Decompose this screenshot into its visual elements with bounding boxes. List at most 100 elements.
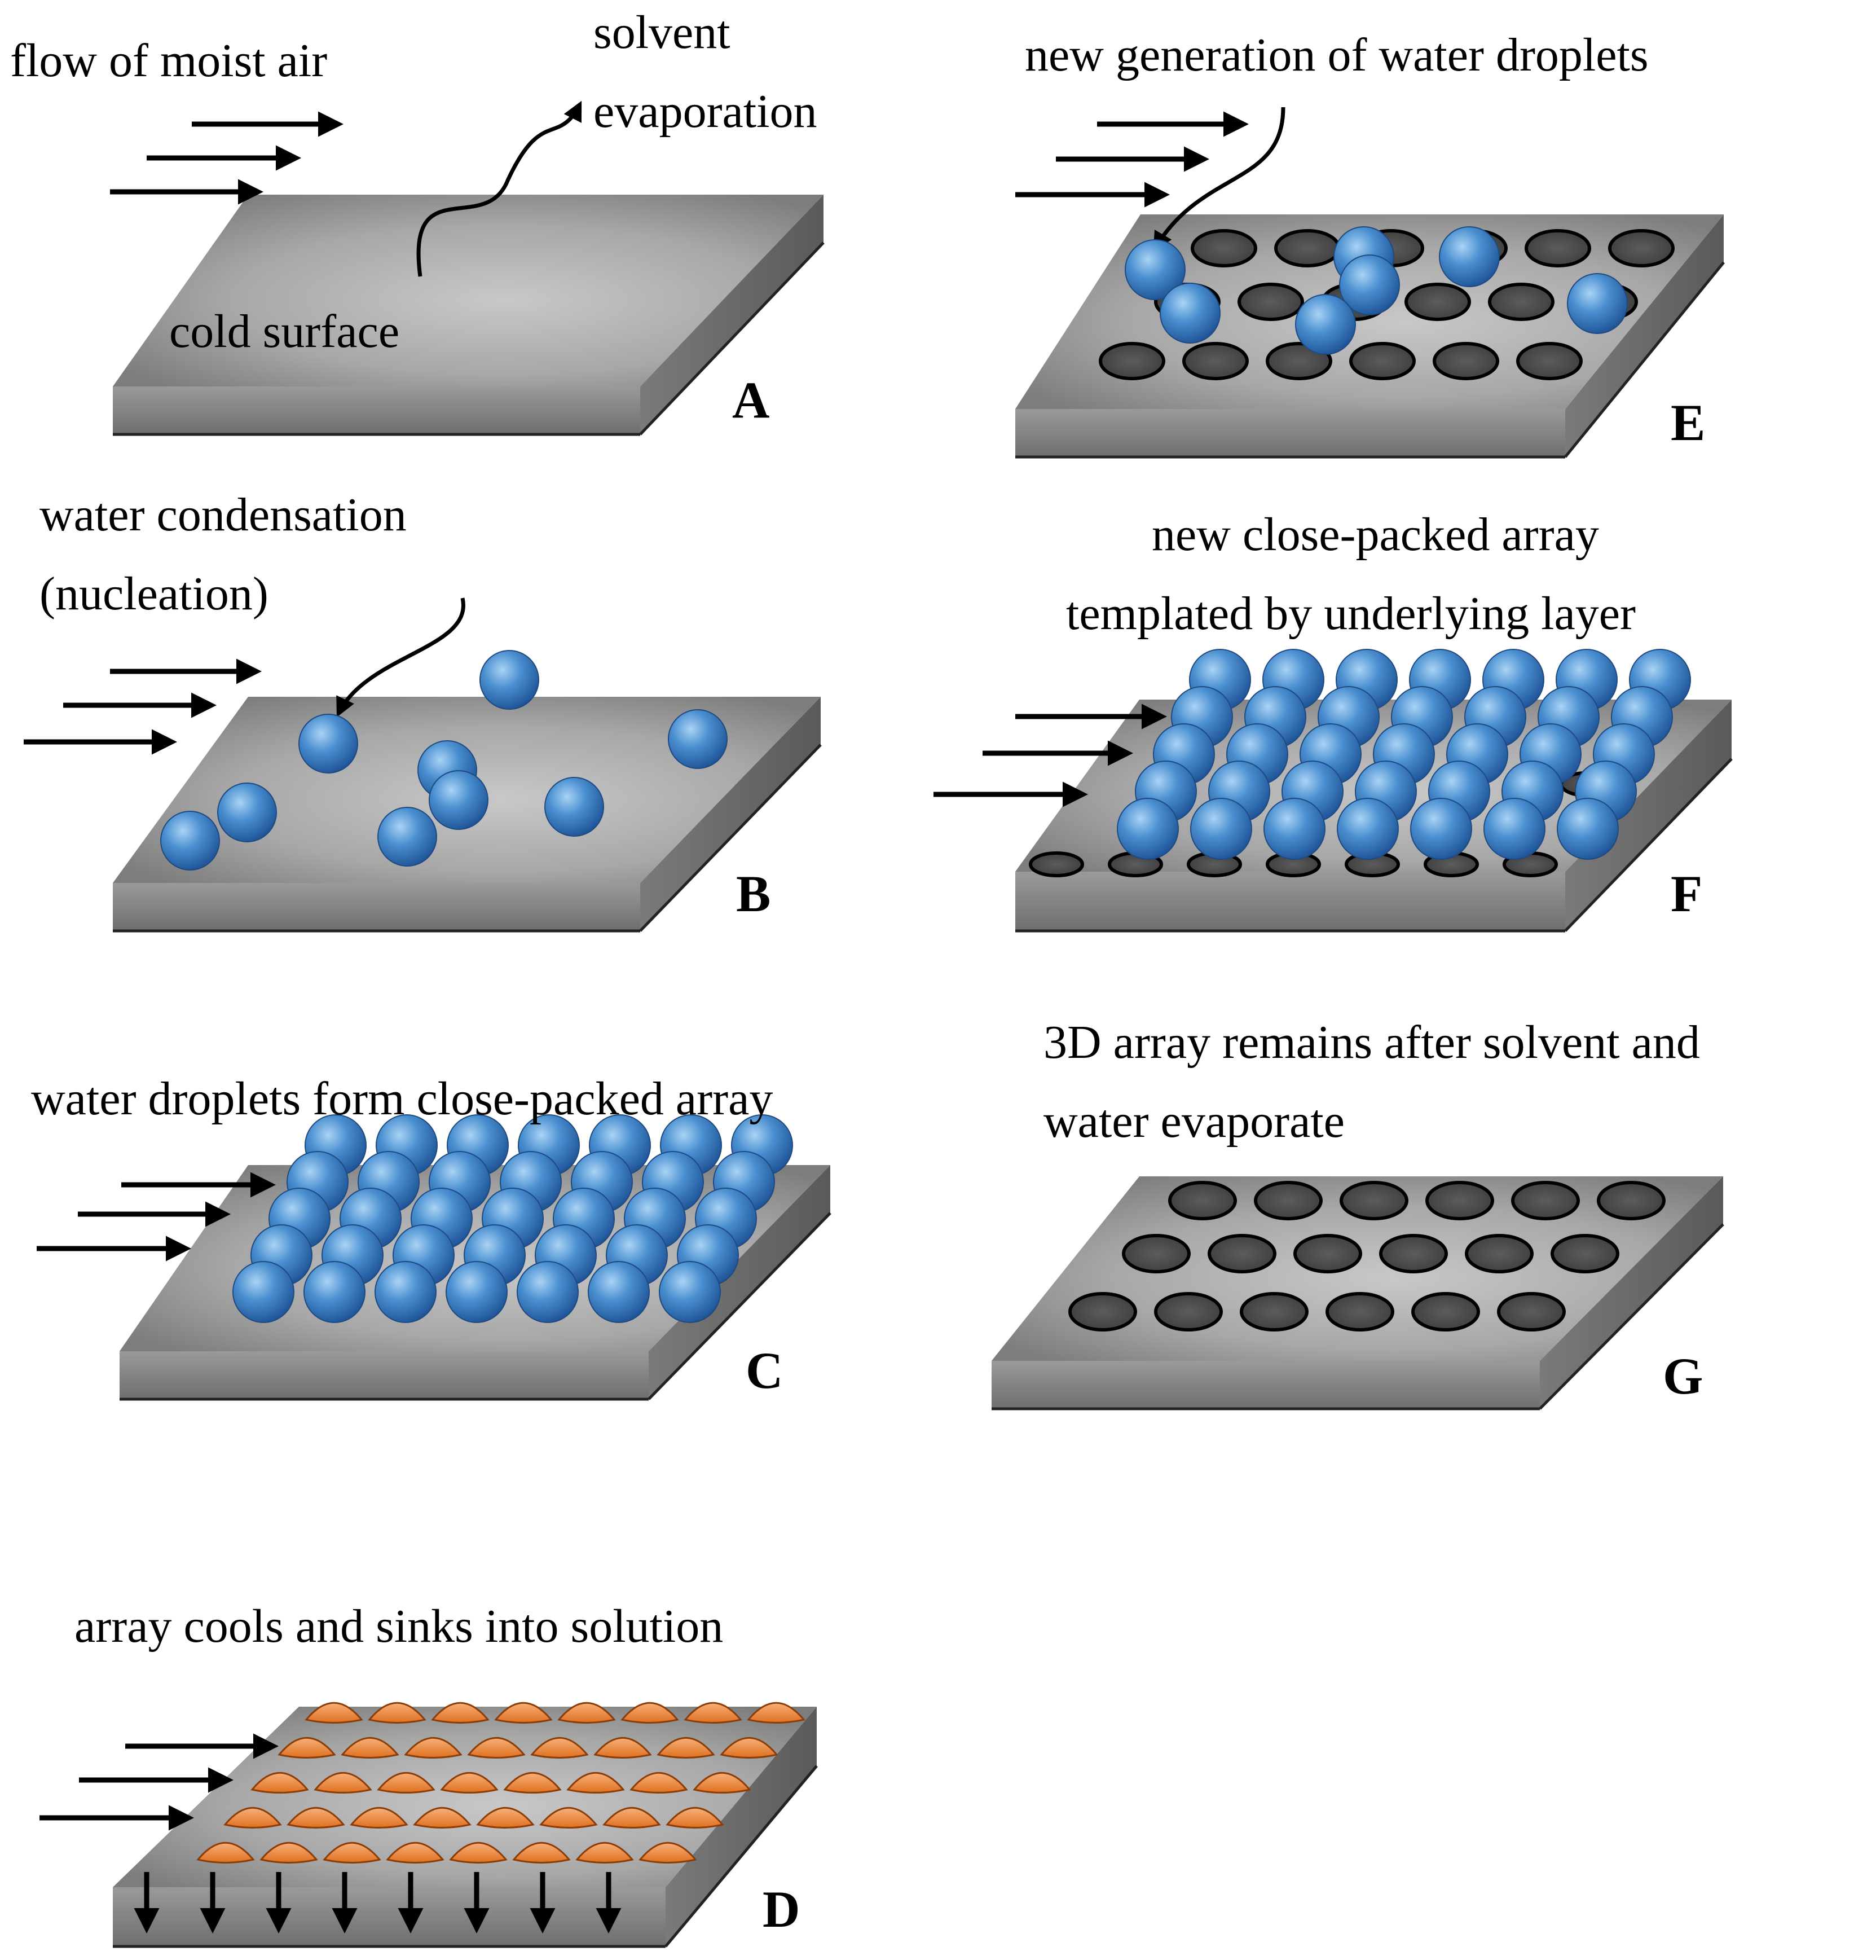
panel-c-letter: C: [746, 1342, 783, 1399]
panel-a-plate-top: [113, 195, 823, 386]
panel-f-caption-line2: templated by underlying layer: [1066, 587, 1636, 640]
panel-d-sunk-droplet: [657, 1737, 715, 1759]
panel-c-droplet: [446, 1261, 508, 1323]
panel-f-droplet: [1190, 798, 1252, 860]
panel-d-sunk-droplet: [377, 1772, 435, 1794]
panel-f-droplet: [1263, 798, 1325, 860]
panel-d-sunk-droplet: [747, 1702, 805, 1724]
panel-a-plate-side: [640, 195, 823, 434]
panel-e-pore: [1433, 342, 1499, 380]
panel-f-droplet: [1117, 798, 1179, 860]
panel-g-pore: [1551, 1234, 1619, 1273]
panel-g-plate-edge: [1539, 1223, 1724, 1410]
panel-g-caption-line1: 3D array remains after solvent and: [1043, 1016, 1700, 1069]
panel-a-evaporation-arrow: [416, 100, 582, 277]
panel-c-droplet: [588, 1261, 650, 1323]
panel-b-droplet: [429, 770, 488, 830]
panel-d-plate-edge: [664, 1765, 818, 1948]
panel-b-caption-line1: water condensation: [39, 489, 407, 541]
panel-a-surface-label: cold surface: [169, 305, 399, 358]
panel-e-droplet: [1125, 239, 1186, 300]
panel-g-pore: [1122, 1234, 1191, 1273]
panel-e-plate-edge: [1564, 261, 1725, 458]
panel-a-plate-edge: [639, 241, 825, 436]
panel-d-sunk-droplet: [666, 1807, 724, 1829]
panel-e-pore: [1099, 342, 1165, 380]
panel-e: [1015, 107, 1725, 459]
panel-g-pore: [1168, 1181, 1237, 1220]
panel-b-droplet: [217, 783, 277, 842]
panel-g-pore: [1379, 1234, 1448, 1273]
panel-f: [933, 649, 1733, 933]
panel-e-plate-front: [1015, 409, 1565, 457]
panel-b-droplet: [160, 811, 220, 871]
panel-d-sunk-droplet: [223, 1807, 282, 1829]
panel-c-droplet: [232, 1261, 294, 1323]
panel-e-pore: [1182, 342, 1249, 380]
panel-e-pore: [1191, 229, 1257, 267]
panel-g-plate-front: [992, 1361, 1540, 1409]
panel-d-sunk-droplet: [440, 1772, 499, 1794]
panel-f-plate-front: [1015, 872, 1565, 931]
panel-d-sunk-droplet: [566, 1772, 625, 1794]
panel-d-sunk-droplet: [539, 1807, 598, 1829]
panel-d-sunk-droplet: [259, 1842, 318, 1864]
panel-e-droplet: [1295, 294, 1356, 355]
panel-b-condensation-arrow: [336, 597, 465, 718]
panel-b-droplet: [544, 777, 604, 837]
panel-b-droplet: [377, 807, 437, 867]
panel-d-sunk-droplet: [250, 1772, 309, 1794]
panel-d-sunk-droplet: [620, 1702, 679, 1724]
panel-e-pore: [1488, 283, 1554, 321]
panel-d-sunk-droplet: [575, 1842, 634, 1864]
panel-d-sunk-droplet: [449, 1842, 508, 1864]
panel-g-pore: [1340, 1181, 1408, 1220]
panel-g-pore: [1240, 1292, 1309, 1331]
panel-g: [992, 1176, 1724, 1410]
panel-g-pore: [1425, 1181, 1494, 1220]
panel-d-sunk-droplet: [593, 1737, 652, 1759]
panel-a-caption-solvent: solvent: [593, 6, 730, 59]
panel-f-pore: [1029, 851, 1084, 877]
panel-d-sunk-droplet: [341, 1737, 399, 1759]
panel-d-sunk-droplet: [305, 1702, 363, 1724]
panel-c-plate-side: [649, 1165, 830, 1399]
panel-g-pore: [1597, 1181, 1666, 1220]
panel-d-letter: D: [763, 1880, 800, 1938]
panel-b-droplet: [668, 709, 728, 769]
panel-g-pore: [1068, 1292, 1137, 1331]
panel-d-sunk-droplet: [476, 1807, 535, 1829]
panel-d-caption: array cools and sinks into solution: [74, 1600, 723, 1653]
panel-e-pore: [1238, 283, 1304, 321]
panel-e-new-droplet-arrow: [1153, 107, 1285, 252]
panel-g-pore: [1511, 1181, 1580, 1220]
panel-d-sunk-droplet: [467, 1737, 526, 1759]
panel-e-droplet: [1439, 226, 1500, 287]
panel-d-sunk-droplet: [323, 1842, 381, 1864]
panel-d-sunk-droplet: [350, 1807, 408, 1829]
panel-b: [24, 597, 822, 933]
panel-a-plate-front: [113, 386, 640, 434]
panel-d-sunk-droplet: [314, 1772, 372, 1794]
panel-d-plate-front: [113, 1887, 666, 1946]
panel-d-sunk-droplet: [413, 1807, 472, 1829]
panel-c-plate-front: [120, 1351, 649, 1399]
panel-e-plate-side: [1565, 214, 1724, 457]
panel-d-sunk-droplet: [602, 1807, 661, 1829]
panel-d-sunk-droplet: [368, 1702, 426, 1724]
panel-d-sunk-droplet: [720, 1737, 778, 1759]
panel-b-plate-edge: [639, 744, 822, 932]
panel-c-droplet: [303, 1261, 365, 1323]
panel-e-caption: new generation of water droplets: [1025, 29, 1649, 81]
panel-e-pore: [1349, 342, 1416, 380]
panel-d-sunk-droplet: [386, 1842, 444, 1864]
panel-b-droplet: [479, 650, 539, 710]
panel-e-pore: [1525, 229, 1591, 267]
panel-e-droplet: [1160, 283, 1221, 344]
panel-f-letter: F: [1671, 865, 1702, 922]
panel-d: [39, 1702, 818, 1948]
panel-g-letter: G: [1663, 1347, 1703, 1405]
panel-e-droplet: [1567, 273, 1628, 334]
panel-d-sunk-droplet: [629, 1772, 688, 1794]
panel-b-letter: B: [736, 865, 770, 922]
